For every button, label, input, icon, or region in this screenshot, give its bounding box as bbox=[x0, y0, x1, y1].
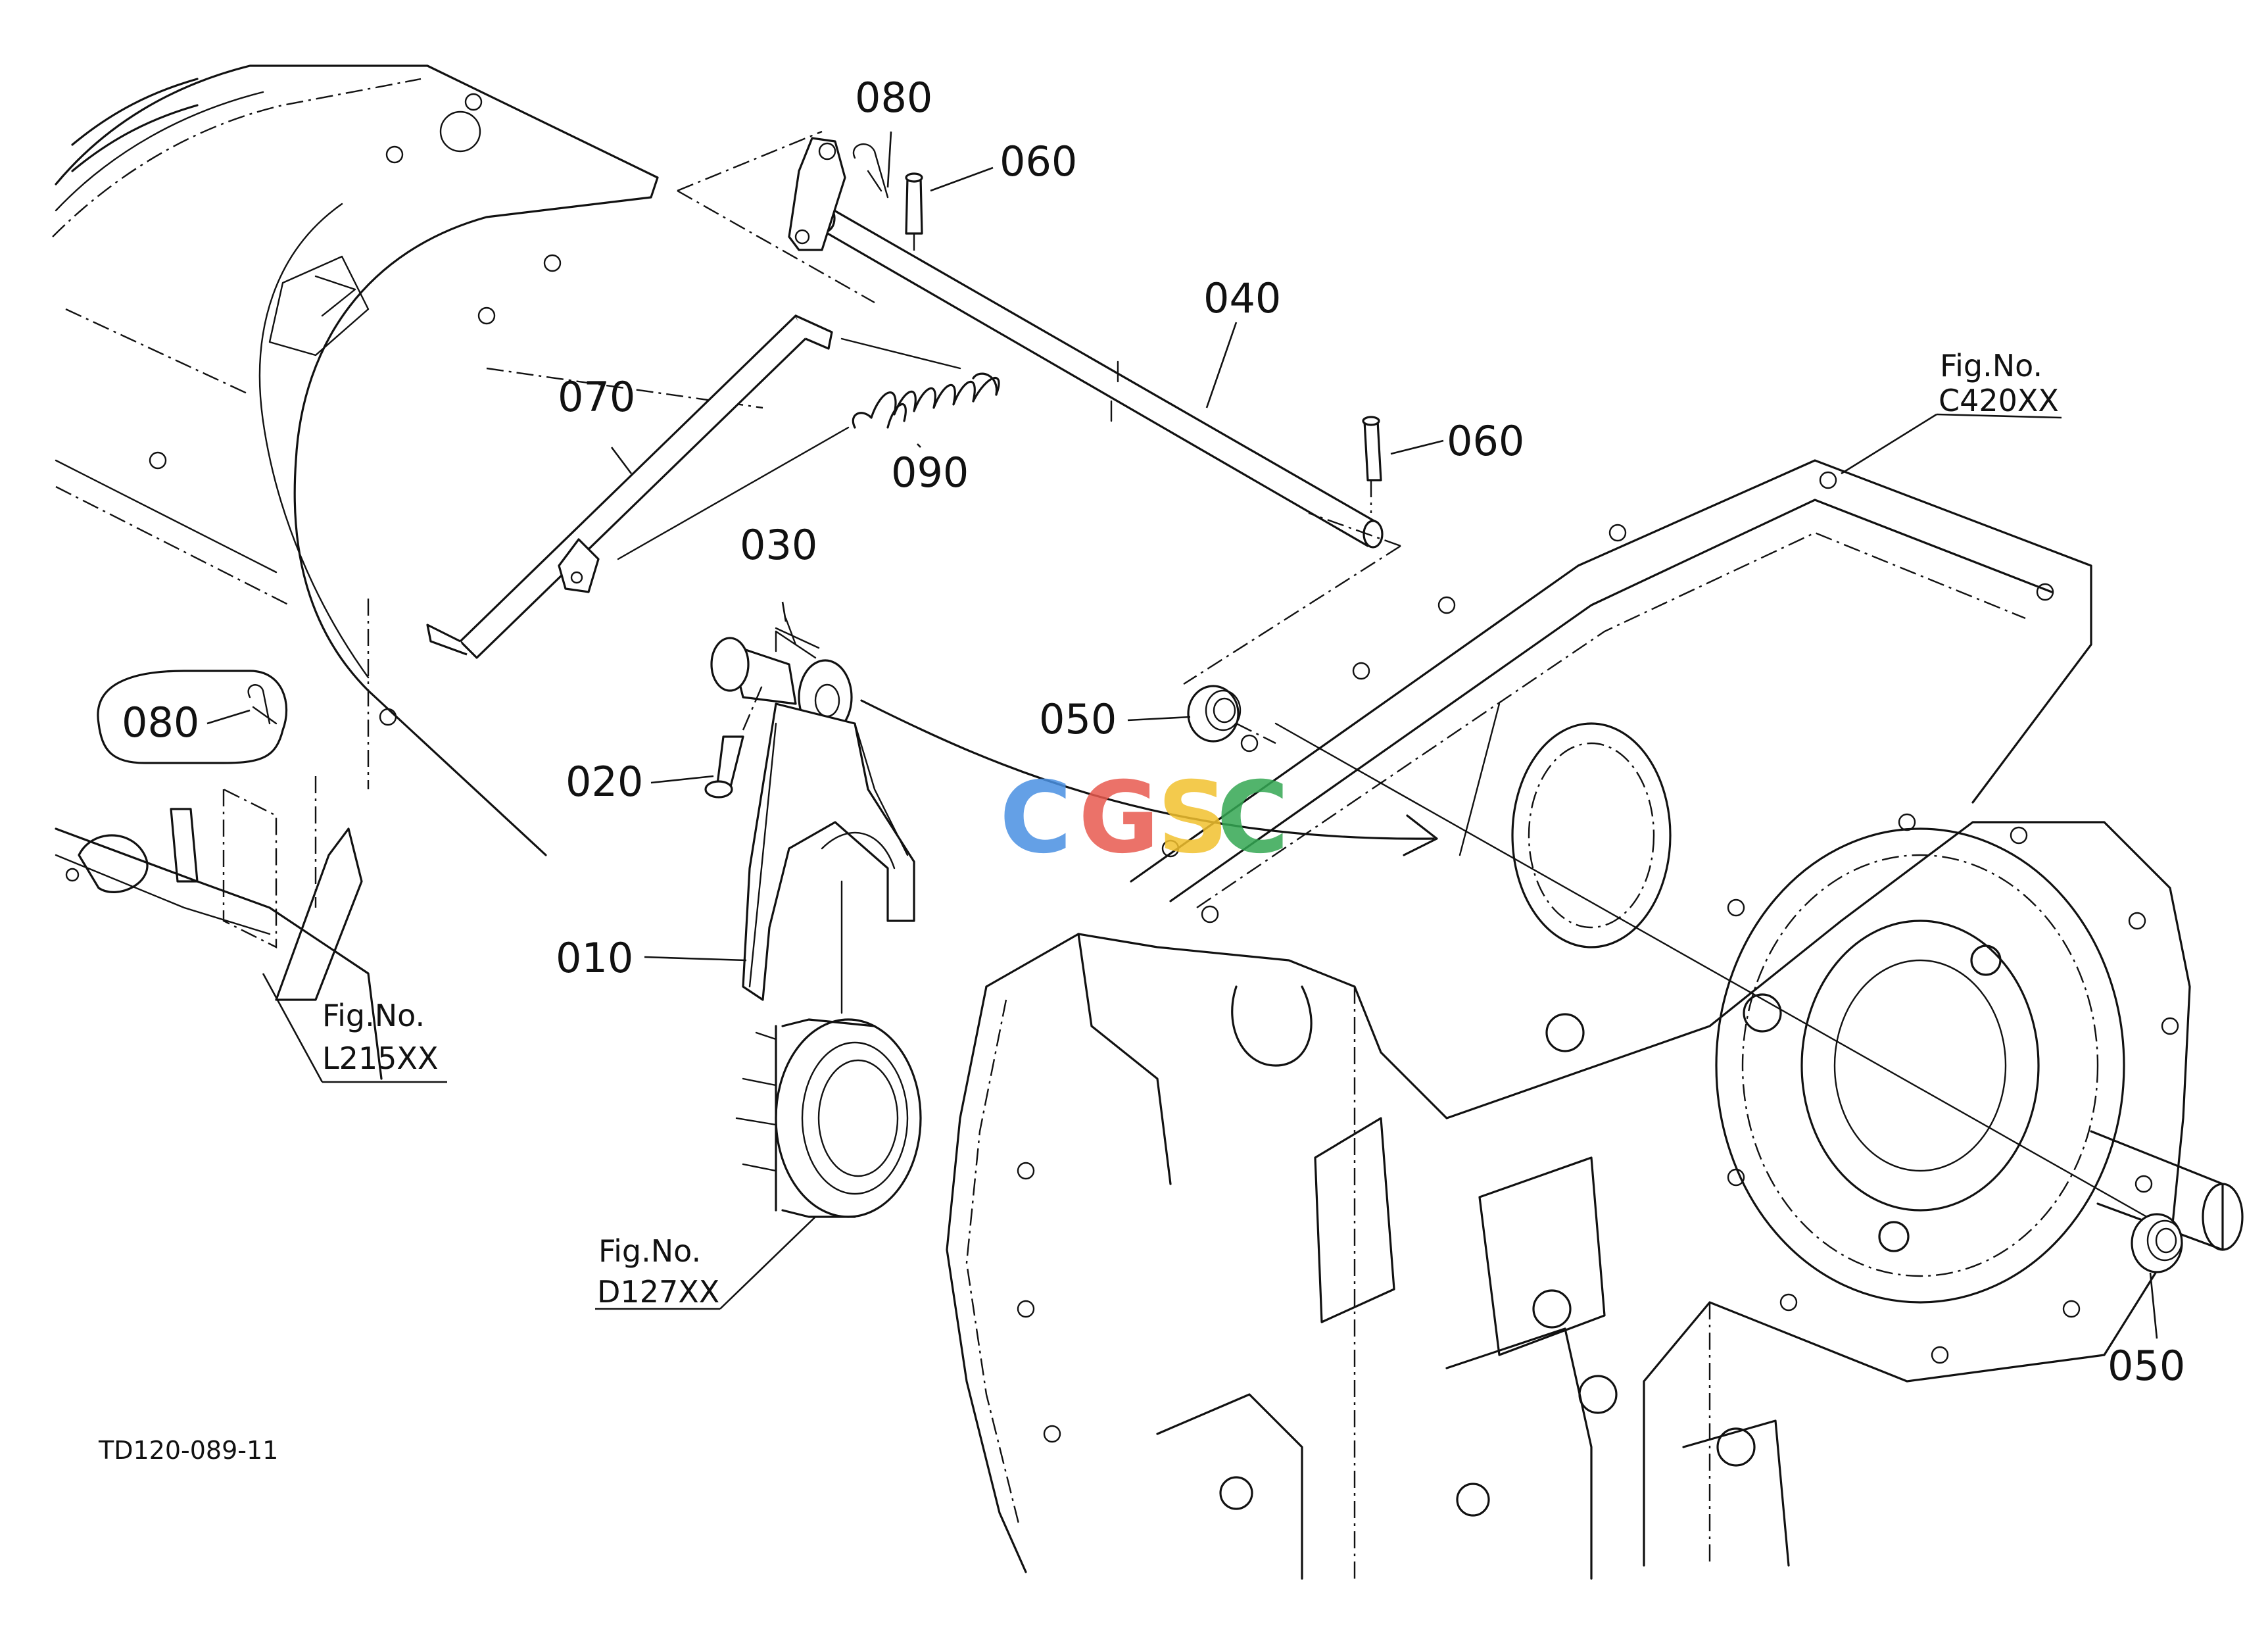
shift-fork-010 bbox=[710, 630, 915, 1001]
spring-090 bbox=[617, 337, 1000, 560]
callout-080-top: 080 bbox=[855, 74, 932, 122]
callout-030: 030 bbox=[740, 521, 817, 569]
release-bearing-assembly bbox=[735, 880, 922, 1218]
watermark-logo: C G S C bbox=[1000, 761, 1289, 875]
callout-060-top: 060 bbox=[1000, 137, 1077, 185]
callout-010: 010 bbox=[556, 934, 633, 982]
assembly-arrow bbox=[860, 699, 1438, 856]
clip-080-top bbox=[852, 143, 889, 199]
pin-060-right bbox=[1362, 416, 1382, 513]
fig-ref-l215-label: Fig.No. bbox=[322, 998, 425, 1033]
fig-ref-d127-code: D127XX bbox=[597, 1274, 719, 1310]
fig-ref-c420-label: Fig.No. bbox=[1940, 348, 2042, 383]
watermark-letter-3: S bbox=[1157, 761, 1228, 875]
pin-060-top bbox=[905, 172, 923, 257]
callout-060-right: 060 bbox=[1447, 417, 1524, 465]
callout-070: 070 bbox=[558, 373, 635, 421]
watermark-letter-2: G bbox=[1078, 761, 1159, 875]
drawing-code: TD120-089-11 bbox=[98, 1436, 278, 1465]
rod-070 bbox=[426, 314, 833, 659]
fig-ref-l215-code: L215XX bbox=[322, 1041, 438, 1076]
callout-050-center: 050 bbox=[1039, 695, 1117, 743]
transmission-case bbox=[946, 459, 2244, 1580]
callout-050-right: 050 bbox=[2108, 1342, 2185, 1390]
pin-030 bbox=[775, 617, 820, 659]
shift-shaft-040 bbox=[677, 130, 1401, 685]
fig-ref-c420-code: C420XX bbox=[1939, 383, 2059, 418]
watermark-letter-1: C bbox=[1000, 761, 1072, 875]
bearing-050-center bbox=[1187, 685, 1276, 745]
leader-lines bbox=[206, 131, 2158, 1339]
callout-020: 020 bbox=[566, 758, 643, 806]
callout-040: 040 bbox=[1203, 274, 1281, 322]
clip-080-left-group bbox=[97, 670, 288, 764]
left-housing bbox=[52, 64, 763, 1080]
callout-090: 090 bbox=[891, 449, 969, 497]
watermark-letter-4: C bbox=[1217, 761, 1289, 875]
callout-080-left: 080 bbox=[122, 699, 199, 747]
bolt-020 bbox=[704, 683, 764, 799]
bearing-050-right bbox=[2131, 1213, 2183, 1273]
fig-ref-d127-label: Fig.No. bbox=[598, 1233, 701, 1269]
